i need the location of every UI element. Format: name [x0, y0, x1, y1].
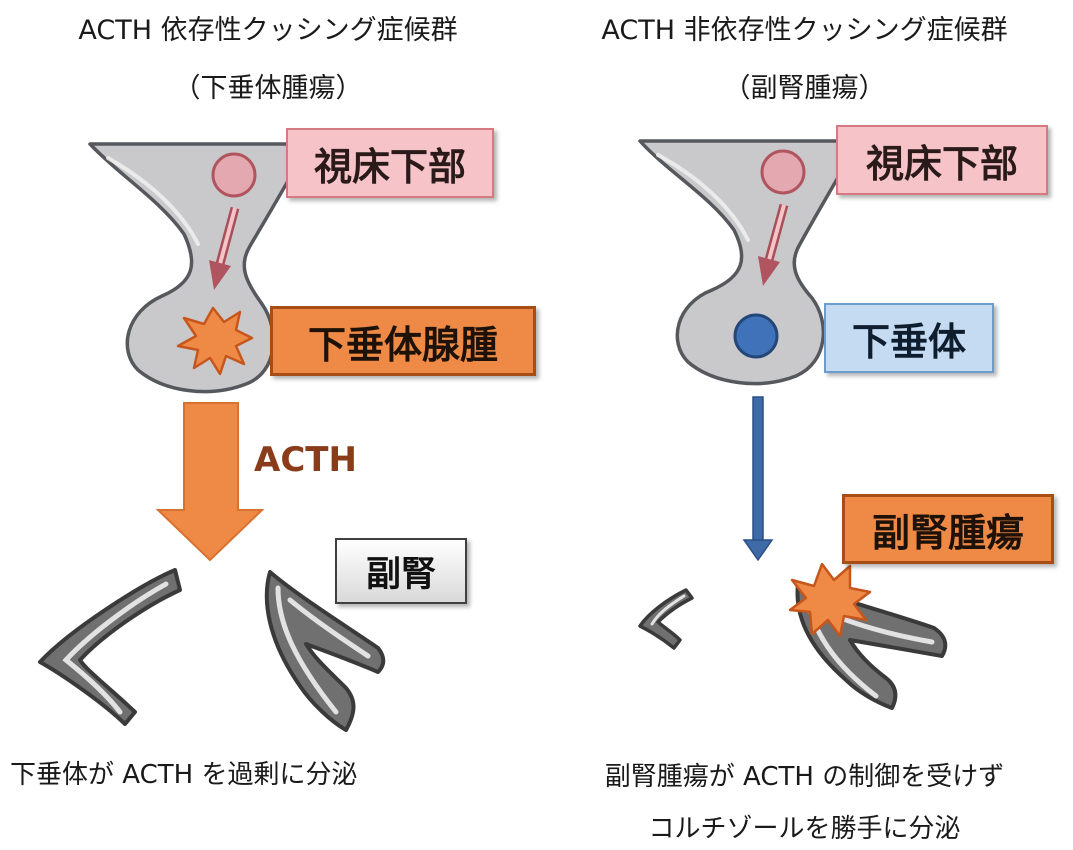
pituitary-adenoma-label: 下垂体腺腫: [307, 322, 498, 367]
adrenal-gland-atrophic: [638, 588, 694, 650]
crh-signal-arrow: [758, 203, 789, 286]
adrenal-tumor-label-box: 副腎腫瘍: [842, 494, 1054, 564]
hypothalamus-pituitary-gland: [88, 142, 310, 394]
right-title-line2: （副腎腫瘍）: [723, 73, 886, 104]
left-panel: ACTH 依存性クッシング症候群 （下垂体腫瘍） 視床下: [0, 0, 536, 850]
crh-signal-arrow: [209, 206, 240, 290]
left-title-line2: （下垂体腫瘍）: [173, 73, 363, 104]
adrenal-gland-right: [264, 570, 386, 732]
adrenal-label-box: 副腎: [335, 538, 467, 604]
right-title-line1: ACTH 非依存性クッシング症候群: [601, 15, 1008, 46]
hypothalamus-pituitary-gland: [638, 139, 860, 386]
hypothalamus-node: [211, 152, 257, 198]
hypothalamus-label: 視床下部: [865, 141, 1018, 186]
pituitary-node: [733, 313, 779, 359]
adrenal-gland-left: [38, 568, 182, 726]
acth-suppressed-arrow: [742, 396, 774, 562]
adrenal-label: 副腎: [365, 554, 436, 595]
pituitary-label-box: 下垂体: [824, 303, 994, 373]
left-caption: 下垂体が ACTH を過剰に分泌: [10, 760, 358, 790]
right-caption-line2: コルチゾールを勝手に分泌: [648, 814, 961, 844]
right-caption-line1: 副腎腫瘍が ACTH の制御を受けず: [604, 762, 1005, 792]
hypothalamus-label: 視床下部: [313, 144, 466, 189]
adrenal-tumor-starburst: [788, 562, 872, 638]
pituitary-adenoma-starburst: [176, 306, 254, 376]
right-diagram: [638, 139, 948, 710]
left-diagram: [38, 142, 386, 732]
hypothalamus-label-box: 視床下部: [286, 128, 494, 198]
left-title-line1: ACTH 依存性クッシング症候群: [78, 15, 458, 46]
pituitary-label: 下垂体: [851, 319, 966, 364]
adrenal-tumor-label: 副腎腫瘍: [871, 510, 1024, 555]
acth-arrow: [155, 402, 265, 562]
hypothalamus-node: [760, 149, 806, 195]
right-panel: ACTH 非依存性クッシング症候群 （副腎腫瘍）: [536, 0, 1073, 850]
pituitary-adenoma-label-box: 下垂体腺腫: [270, 306, 536, 376]
acth-label: ACTH: [254, 440, 357, 480]
hypothalamus-label-box: 視床下部: [836, 125, 1048, 195]
